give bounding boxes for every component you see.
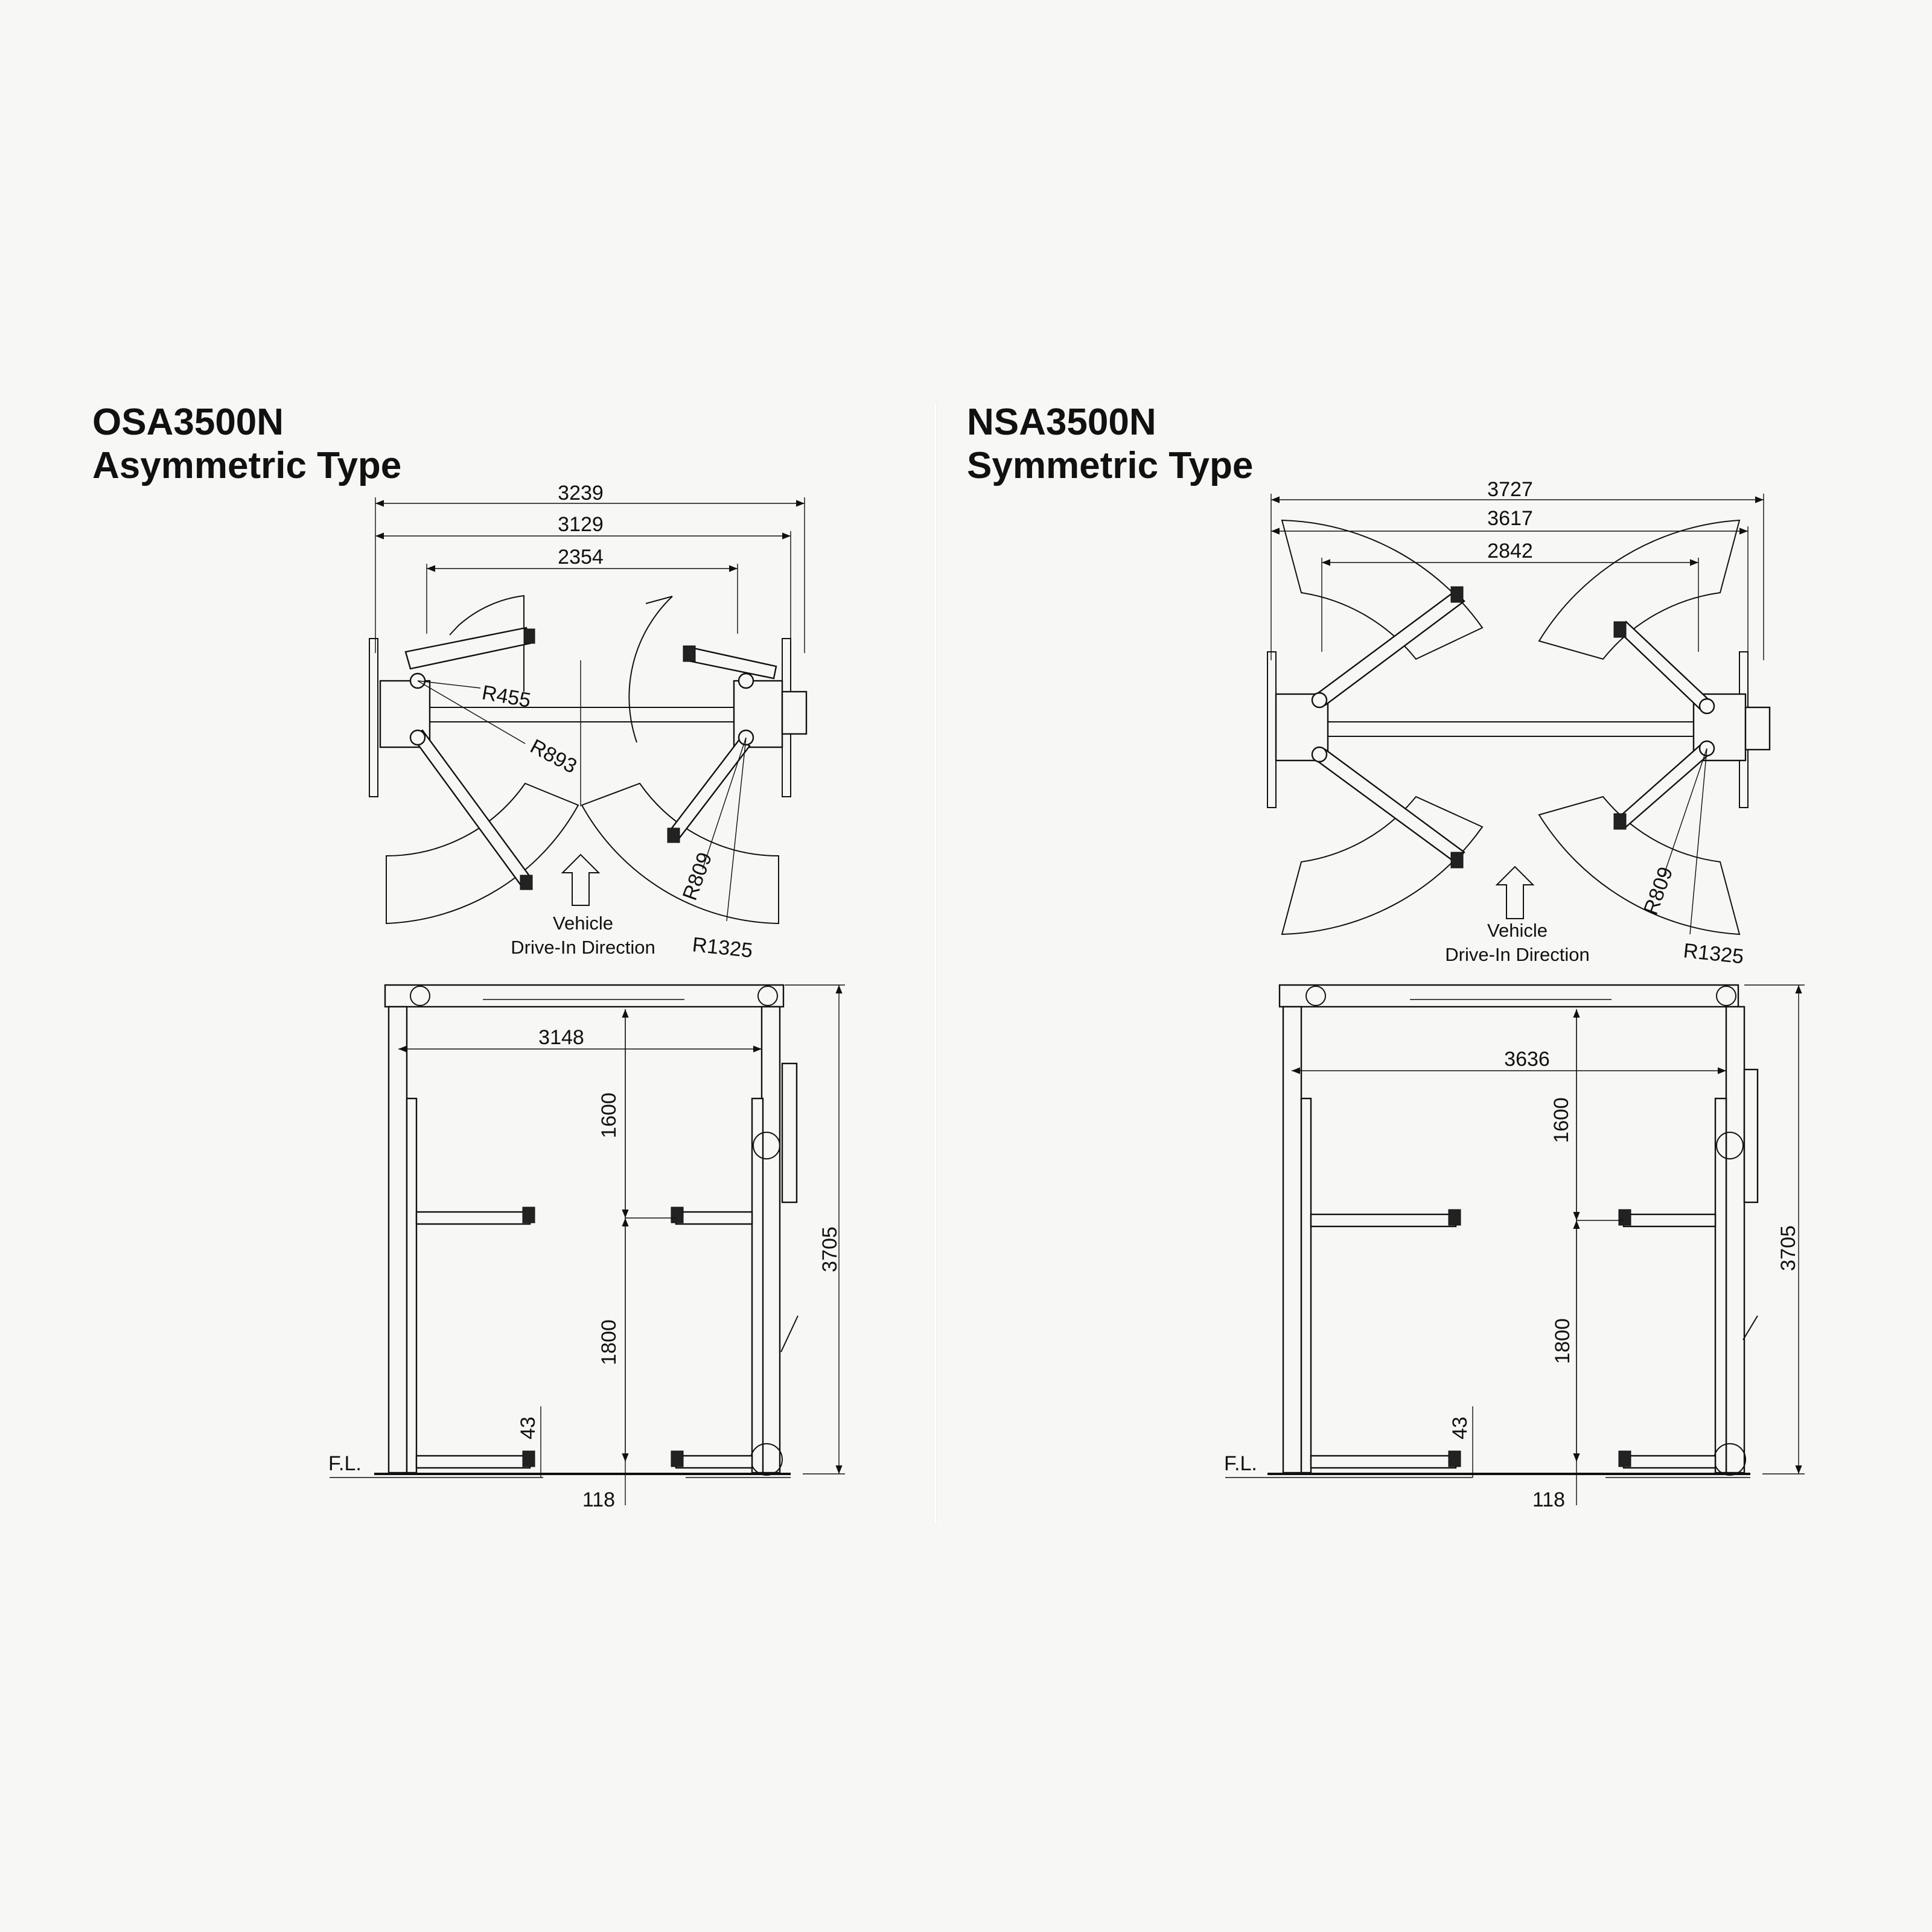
title-asymmetric: OSA3500N Asymmetric Type	[92, 401, 401, 488]
floor-level-label: F.L.	[328, 1452, 362, 1475]
dim-inner-width: 3148	[538, 1026, 584, 1049]
dim-upper-height: 1600	[598, 1092, 620, 1138]
dim-base-offset: 118	[582, 1488, 615, 1511]
dim-lower-height: 1800	[598, 1319, 620, 1365]
lift-arm	[1311, 586, 1715, 869]
dim-radius-rear-arm: R1325	[691, 933, 754, 962]
drive-in-label: Drive-In Direction	[1445, 944, 1589, 965]
dim-radius-short-arm: R809	[1639, 864, 1678, 917]
dim-overall-width: 3727	[1487, 478, 1533, 501]
dim-overall-height: 3705	[1777, 1225, 1800, 1271]
dim-min-pad-height: 43	[1449, 1417, 1471, 1439]
dim-column-width: 3617	[1487, 507, 1533, 530]
dim-radius-front-arm: R809	[678, 849, 717, 903]
dim-column-width: 3129	[558, 513, 604, 536]
symmetric-front-view: 3636 3705 1600 1800 43 118 F.L.	[1224, 984, 1805, 1511]
floor-level-label: F.L.	[1224, 1452, 1257, 1475]
title-symmetric: NSA3500N Symmetric Type	[967, 401, 1253, 488]
drive-in-label: Drive-In Direction	[511, 937, 655, 958]
dim-upper-height: 1600	[1550, 1097, 1573, 1143]
dim-inner-width: 2354	[558, 546, 604, 569]
asymmetric-front-view: 3148 3705 1600 1800 43 118 F.L.	[328, 984, 845, 1511]
model-name: OSA3500N	[92, 401, 284, 443]
drive-in-arrow-icon	[1495, 866, 1535, 919]
lift-arm	[404, 626, 777, 890]
dim-inner-width: 2842	[1487, 540, 1533, 563]
asymmetric-top-view: 3239 3129 2354	[369, 482, 808, 962]
dim-lower-height: 1800	[1551, 1318, 1574, 1364]
model-type: Asymmetric Type	[92, 445, 402, 486]
dim-overall-height: 3705	[818, 1226, 841, 1272]
dim-overall-width: 3239	[558, 482, 604, 505]
model-type: Symmetric Type	[967, 445, 1254, 486]
dim-base-offset: 118	[1532, 1488, 1565, 1511]
dim-radius-long-arm: R1325	[1682, 939, 1745, 968]
model-name: NSA3500N	[967, 401, 1156, 443]
dim-min-pad-height: 43	[517, 1417, 540, 1439]
panel-divider	[934, 403, 936, 1523]
drive-in-arrow-icon	[561, 853, 601, 906]
symmetric-top-view: 3727 3617 2842	[1267, 478, 1771, 968]
drive-in-label: Vehicle	[553, 913, 613, 934]
dim-inner-width: 3636	[1504, 1048, 1550, 1071]
dim-radius-long-arm: R893	[526, 735, 581, 779]
drive-in-label: Vehicle	[1487, 920, 1548, 941]
